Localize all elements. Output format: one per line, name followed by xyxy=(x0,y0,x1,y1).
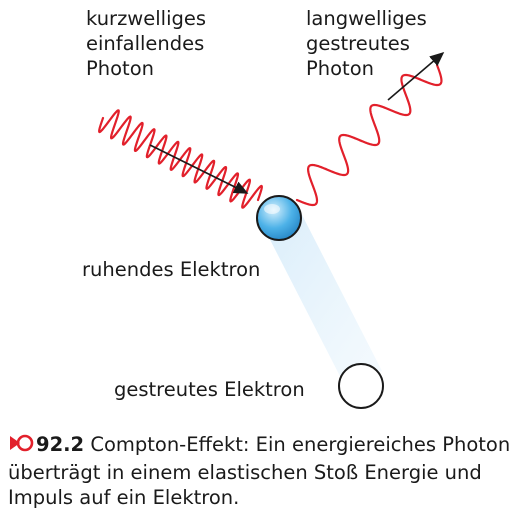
incoming-label-line: kurzwelliges xyxy=(86,7,207,30)
resting-electron-label: ruhendes Elektron xyxy=(82,258,261,281)
scattered-electron xyxy=(338,363,384,409)
scattered-label-line: Photon xyxy=(306,57,374,80)
figure-number: 92.2 xyxy=(36,433,85,456)
scattered-label-line: gestreutes xyxy=(306,32,410,55)
figure-caption: 92.2 Compton-Effekt: Ein energiereiches … xyxy=(8,432,518,511)
incoming-label-line: einfallendes xyxy=(86,32,205,55)
scattered-electron-label: gestreutes Elektron xyxy=(114,378,305,401)
scattered-photon-wave xyxy=(295,63,443,207)
electron-trail xyxy=(262,211,382,384)
scattered-label-line: langwelliges xyxy=(306,7,427,30)
red-arrow-circle-icon xyxy=(8,433,34,460)
scattered-photon-label: langwelliges gestreutes Photon xyxy=(306,6,427,81)
incoming-photon-label: kurzwelliges einfallendes Photon xyxy=(86,6,206,81)
incoming-direction-arrow xyxy=(149,144,249,194)
incoming-label-line: Photon xyxy=(86,57,154,80)
electron-highlight xyxy=(264,204,280,214)
incoming-photon-wave xyxy=(98,109,263,209)
caption-text: Compton-Effekt: Ein energiereiches Photo… xyxy=(8,433,511,509)
resting-electron xyxy=(256,195,302,241)
scattered-direction-arrow xyxy=(387,51,445,101)
